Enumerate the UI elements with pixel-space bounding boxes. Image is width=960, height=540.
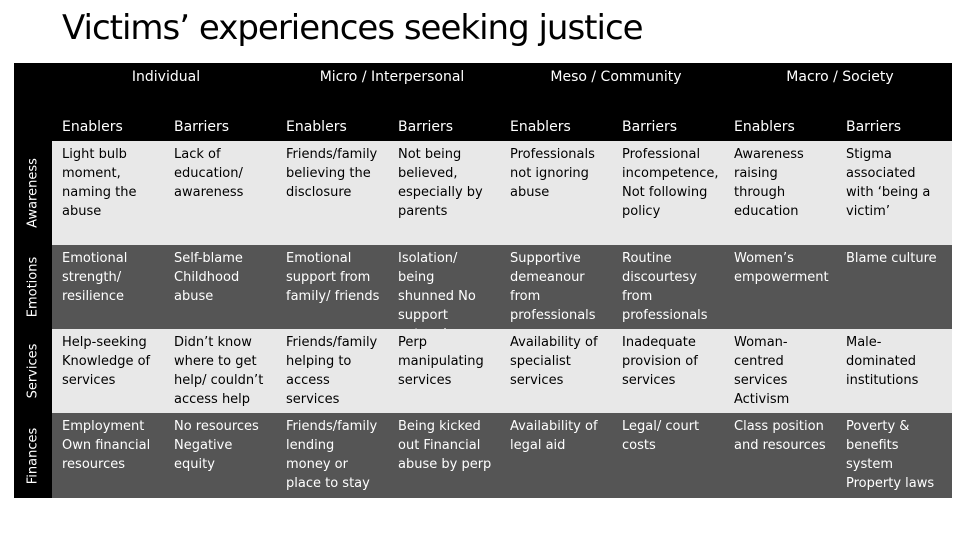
table-cell: Light bulb moment, naming the abuse (52, 141, 164, 245)
table-cell: Help-seeking Knowledge of services (52, 329, 164, 413)
row-label: Services (14, 329, 52, 413)
table-cell: Women’s empowerment (724, 245, 836, 329)
table-cell: Availability of legal aid (500, 413, 612, 498)
subheader-barriers: Barriers (398, 119, 454, 135)
table-cell: Friends/family lending money or place to… (276, 413, 388, 498)
subheader-row: Enablers Barriers Enablers Barriers Enab… (14, 113, 952, 141)
table-row-services: Services Help-seeking Knowledge of servi… (14, 329, 952, 413)
table-cell: Self-blame Childhood abuse (164, 245, 276, 329)
table-cell: Being kicked out Financial abuse by perp (388, 413, 500, 498)
row-label: Finances (14, 413, 52, 498)
table-cell: Lack of education/ awareness (164, 141, 276, 245)
level-meso: Meso / Community (550, 69, 682, 85)
table-cell: Inadequate provision of services (612, 329, 724, 413)
table-cell: Routine discourtesy from professionals (612, 245, 724, 329)
table-cell: Didn’t know where to get help/ couldn’t … (164, 329, 276, 413)
table-cell: Friends/family helping to access service… (276, 329, 388, 413)
table-cell: Emotional strength/ resilience (52, 245, 164, 329)
table-row-awareness: Awareness Light bulb moment, naming the … (14, 141, 952, 245)
table-cell: No resources Negative equity (164, 413, 276, 498)
page-title: Victims’ experiences seeking justice (62, 8, 644, 48)
table-cell: Blame culture (836, 245, 952, 329)
table-cell: Class position and resources (724, 413, 836, 498)
table-row-finances: Finances Employment Own financial resour… (14, 413, 952, 498)
row-label: Emotions (14, 245, 52, 329)
table-cell: Friends/family believing the disclosure (276, 141, 388, 245)
table-cell: Professionals not ignoring abuse (500, 141, 612, 245)
table-cell: Not being believed, especially by parent… (388, 141, 500, 245)
subheader-enablers: Enablers (510, 119, 571, 135)
level-header-row: Individual Micro / Interpersonal Meso / … (14, 63, 952, 113)
table-cell: Professional incompetence, Not following… (612, 141, 724, 245)
table-cell: Isolation/ being shunned No support netw… (388, 245, 500, 329)
table-cell: Stigma associated with ‘being a victim’ (836, 141, 952, 245)
table-cell: Emotional support from family/ friends (276, 245, 388, 329)
subheader-barriers: Barriers (846, 119, 902, 135)
table-cell: Poverty & benefits system Property laws (836, 413, 952, 498)
table-cell: Availability of specialist services (500, 329, 612, 413)
row-label: Awareness (14, 141, 52, 245)
table-cell: Perp manipulating services (388, 329, 500, 413)
table-cell: Male-dominated institutions (836, 329, 952, 413)
table-cell: Awareness raising through education (724, 141, 836, 245)
subheader-barriers: Barriers (174, 119, 230, 135)
table-cell: Supportive demeanour from professionals (500, 245, 612, 329)
level-individual: Individual (131, 69, 201, 85)
level-macro: Macro / Society (786, 69, 894, 85)
table-row-emotions: Emotions Emotional strength/ resilience … (14, 245, 952, 329)
table-cell: Employment Own financial resources (52, 413, 164, 498)
level-micro: Micro / Interpersonal (319, 69, 465, 85)
subheader-enablers: Enablers (62, 119, 123, 135)
table-cell: Legal/ court costs (612, 413, 724, 498)
subheader-enablers: Enablers (286, 119, 347, 135)
subheader-barriers: Barriers (622, 119, 678, 135)
table-cell: Woman-centred services Activism (724, 329, 836, 413)
justice-table: Individual Micro / Interpersonal Meso / … (14, 63, 952, 498)
subheader-enablers: Enablers (734, 119, 795, 135)
